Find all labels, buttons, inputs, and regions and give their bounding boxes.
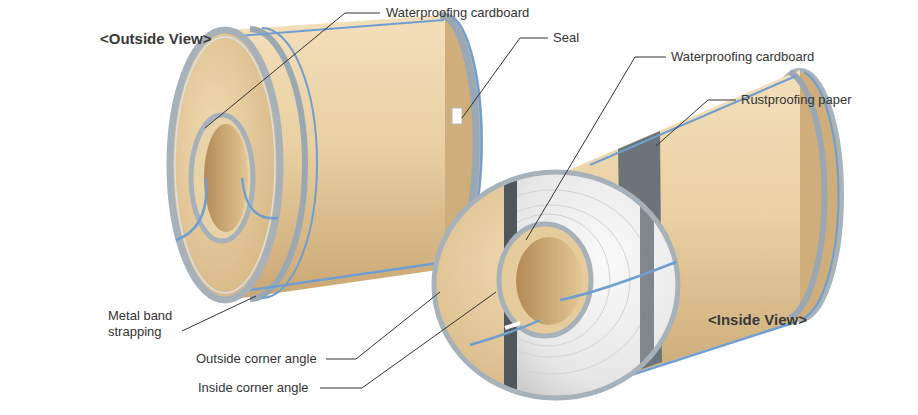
part-label: Rustproofing paper: [741, 92, 852, 108]
part-label: Inside corner angle: [198, 380, 309, 396]
leader-lines: [182, 13, 736, 388]
part-label: Seal: [553, 30, 579, 46]
part-label: Waterproofing cardboard: [386, 5, 529, 21]
view-title: <Outside View>: [100, 31, 211, 47]
part-label: Outside corner angle: [196, 351, 317, 367]
view-title: <Inside View>: [708, 312, 807, 328]
part-label: Waterproofing cardboard: [671, 49, 814, 65]
part-label: Metal band strapping: [108, 308, 188, 340]
